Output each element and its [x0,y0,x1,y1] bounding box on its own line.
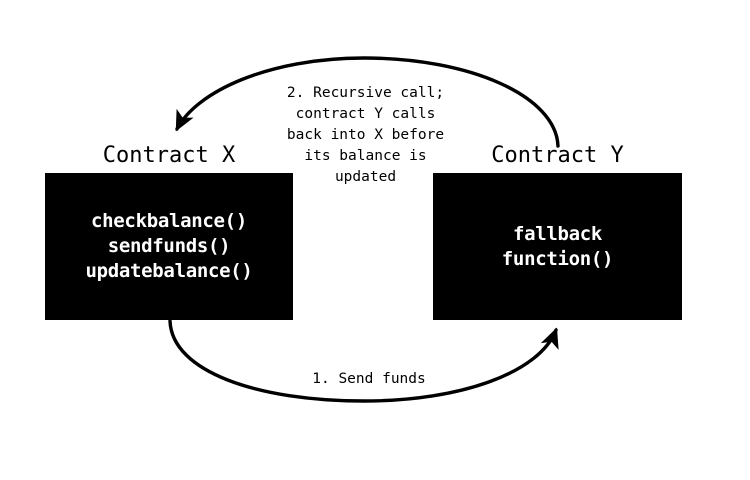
contract-y-function-fallback-line2: function() [501,247,614,270]
arrow-recursive-call [175,56,560,148]
arrow-send-funds [168,319,559,403]
contract-y-node[interactable]: fallback function() [433,173,682,320]
contract-y-caption: Contract Y [491,143,624,168]
contract-x-caption: Contract X [102,143,236,168]
contract-x-function-checkbalance: checkbalance() [91,210,247,232]
contract-x-node[interactable]: checkbalance() sendfunds() updatebalance… [45,173,293,320]
contract-x-function-sendfunds: sendfunds() [107,235,231,257]
edge-label-send-funds: 1. Send funds [312,371,426,387]
edge-label-recursive-call: 2. Recursive call; contract Y calls back… [286,85,445,185]
contract-y-function-fallback-line1: fallback [512,222,603,245]
contract-x-function-updatebalance: updatebalance() [85,260,253,282]
